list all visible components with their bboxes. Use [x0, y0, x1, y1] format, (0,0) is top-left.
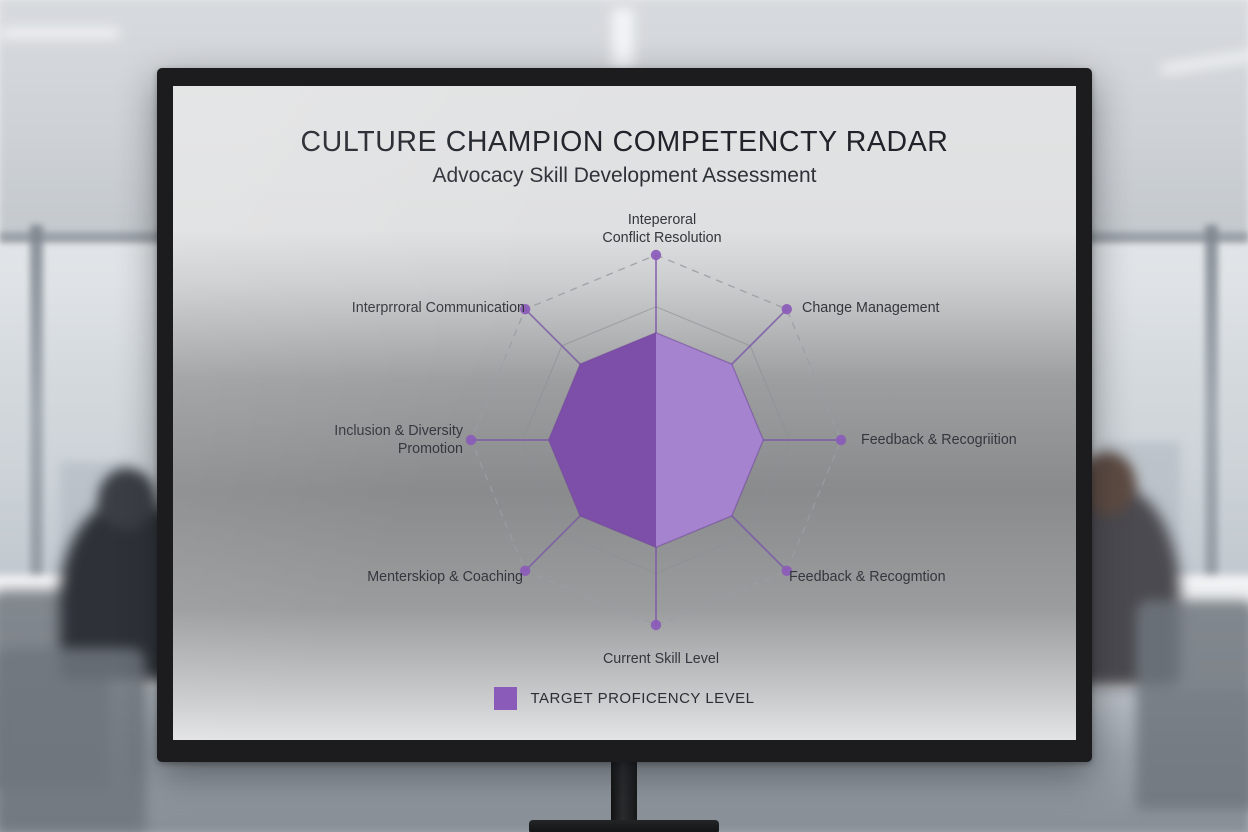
axis-label-mentorship-coaching: Menterskiop & Coaching [367, 569, 523, 585]
radar-chart [465, 249, 847, 631]
radar-series-target [547, 331, 765, 549]
axis-label-inclusion-diversity: Inclusion & Diversity Promotion [334, 423, 463, 457]
presentation-monitor: CULTURE CHAMPION COMPETENCTY RADAR Advoc… [157, 68, 1092, 762]
slide: CULTURE CHAMPION COMPETENCTY RADAR Advoc… [173, 86, 1076, 740]
ceiling-light [612, 8, 634, 68]
axis-label-feedback-recognition-lower: Feedback & Recogmtion [789, 569, 946, 585]
monitor-stand-base [529, 820, 719, 832]
legend-label: TARGET PROFICENCY LEVEL [530, 690, 755, 707]
page-title: CULTURE CHAMPION COMPETENCTY RADAR [300, 126, 949, 158]
ceiling-light [0, 28, 120, 38]
office-chair [0, 648, 146, 832]
legend-color-swatch [494, 687, 518, 710]
axis-label-conflict-resolution: Inteperoral Conflict Resolution [602, 212, 722, 246]
axis-label-feedback-recognition-right: Feedback & Recogriition [861, 432, 1017, 448]
axis-label-current-skill-level: Current Skill Level [602, 651, 719, 667]
axis-label-interpersonal-communication: Interprroral Communication [351, 300, 525, 316]
axis-label-change-management: Change Management [802, 300, 940, 316]
monitor-screen: CULTURE CHAMPION COMPETENCTY RADAR Advoc… [173, 86, 1076, 740]
person-head [98, 468, 156, 530]
radar-vertex-dots [465, 249, 847, 631]
legend: TARGET PROFICENCY LEVEL [173, 687, 1076, 710]
page-subtitle: Advocacy Skill Development Assessment [432, 164, 817, 187]
office-chair [1136, 600, 1248, 810]
